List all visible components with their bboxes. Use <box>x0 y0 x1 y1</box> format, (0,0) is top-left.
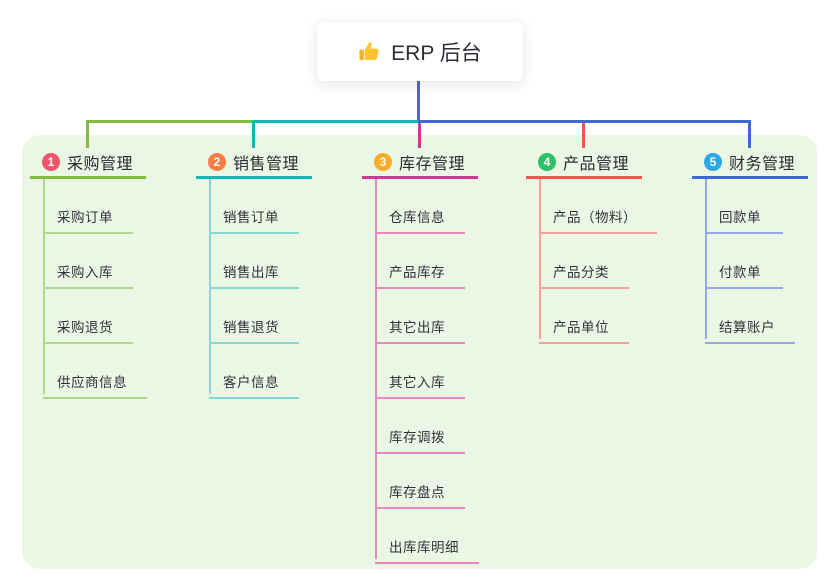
child-label: 仓库信息 <box>389 210 445 225</box>
child-label: 采购入库 <box>57 265 113 280</box>
child-item[interactable]: 产品分类 <box>539 234 629 289</box>
connector-bus-segment <box>252 120 420 123</box>
child-label: 结算账户 <box>719 320 775 335</box>
child-item[interactable]: 付款单 <box>705 234 783 289</box>
branch-number-badge: 5 <box>704 153 722 171</box>
child-label: 其它入库 <box>389 375 445 390</box>
child-label: 库存调拨 <box>389 430 445 445</box>
branch-connector-1 <box>86 120 89 148</box>
branch-connector-4 <box>582 120 585 148</box>
branch-header[interactable]: 2 销售管理 <box>196 148 312 179</box>
child-label: 库存盘点 <box>389 485 445 500</box>
branch-header[interactable]: 5 财务管理 <box>692 148 808 179</box>
child-connector-spine <box>705 179 707 339</box>
branch-header[interactable]: 3 库存管理 <box>362 148 478 179</box>
thumbs-up-icon <box>358 40 381 63</box>
child-label: 出库库明细 <box>389 540 459 555</box>
child-connector-spine <box>539 179 541 339</box>
root-node[interactable]: ERP 后台 <box>317 22 523 81</box>
child-item[interactable]: 采购退货 <box>43 289 133 344</box>
branch-1: 1 采购管理 采购订单采购入库采购退货供应商信息 <box>30 148 147 399</box>
child-label: 采购退货 <box>57 320 113 335</box>
children-list: 采购订单采购入库采购退货供应商信息 <box>30 179 147 399</box>
child-label: 销售出库 <box>223 265 279 280</box>
child-label: 销售订单 <box>223 210 279 225</box>
child-item[interactable]: 仓库信息 <box>375 179 465 234</box>
branch-number-badge: 3 <box>374 153 392 171</box>
child-item[interactable]: 销售退货 <box>209 289 299 344</box>
branch-4: 4 产品管理 产品（物料） 产品分类产品单位 <box>526 148 657 344</box>
branch-number-badge: 2 <box>208 153 226 171</box>
child-label: 产品单位 <box>553 320 609 335</box>
child-label: 销售退货 <box>223 320 279 335</box>
child-label: 付款单 <box>719 265 761 280</box>
connector-bus-segment <box>418 120 749 123</box>
child-item[interactable]: 采购订单 <box>43 179 133 234</box>
child-label: 客户信息 <box>223 375 279 390</box>
root-title: ERP 后台 <box>391 41 482 65</box>
child-item[interactable]: 产品库存 <box>375 234 465 289</box>
children-list: 产品（物料） 产品分类产品单位 <box>526 179 657 344</box>
child-item[interactable]: 其它入库 <box>375 344 465 399</box>
child-label: 采购订单 <box>57 210 113 225</box>
branch-label: 销售管理 <box>233 156 300 173</box>
children-list: 仓库信息产品库存其它出库其它入库库存调拨库存盘点出库库明细 <box>362 179 479 564</box>
child-label: 产品分类 <box>553 265 609 280</box>
branch-3: 3 库存管理 仓库信息产品库存其它出库其它入库库存调拨库存盘点出库库明细 <box>362 148 479 564</box>
branches-panel <box>22 135 817 569</box>
child-label: 产品（物料） <box>553 210 637 225</box>
children-list: 销售订单销售出库销售退货客户信息 <box>196 179 312 399</box>
child-item[interactable]: 其它出库 <box>375 289 465 344</box>
child-item[interactable]: 回款单 <box>705 179 783 234</box>
child-connector-spine <box>375 179 377 559</box>
child-item[interactable]: 库存调拨 <box>375 399 465 454</box>
branch-number-badge: 1 <box>42 153 60 171</box>
branch-5: 5 财务管理 回款单付款单结算账户 <box>692 148 808 344</box>
child-item[interactable]: 结算账户 <box>705 289 795 344</box>
branch-header[interactable]: 4 产品管理 <box>526 148 642 179</box>
branch-label: 财务管理 <box>729 156 796 173</box>
child-item[interactable]: 供应商信息 <box>43 344 147 399</box>
child-item[interactable]: 出库库明细 <box>375 509 479 564</box>
root-connector <box>417 81 420 122</box>
branch-connector-2 <box>252 120 255 148</box>
child-item[interactable]: 销售订单 <box>209 179 299 234</box>
child-item[interactable]: 采购入库 <box>43 234 133 289</box>
child-item[interactable]: 客户信息 <box>209 344 299 399</box>
child-label: 回款单 <box>719 210 761 225</box>
child-label: 其它出库 <box>389 320 445 335</box>
children-list: 回款单付款单结算账户 <box>692 179 808 344</box>
branch-number-badge: 4 <box>538 153 556 171</box>
branch-connector-3 <box>418 120 421 148</box>
branch-label: 库存管理 <box>399 156 466 173</box>
branch-connector-5 <box>748 120 751 148</box>
branch-header[interactable]: 1 采购管理 <box>30 148 146 179</box>
child-item[interactable]: 销售出库 <box>209 234 299 289</box>
branch-label: 采购管理 <box>67 156 134 173</box>
child-label: 供应商信息 <box>57 375 127 390</box>
child-item[interactable]: 产品单位 <box>539 289 629 344</box>
child-item[interactable]: 产品（物料） <box>539 179 657 234</box>
child-item[interactable]: 库存盘点 <box>375 454 465 509</box>
child-connector-spine <box>209 179 211 394</box>
branch-label: 产品管理 <box>563 156 630 173</box>
connector-bus-segment <box>86 120 254 123</box>
child-label: 产品库存 <box>389 265 445 280</box>
branch-2: 2 销售管理 销售订单销售出库销售退货客户信息 <box>196 148 312 399</box>
child-connector-spine <box>43 179 45 394</box>
